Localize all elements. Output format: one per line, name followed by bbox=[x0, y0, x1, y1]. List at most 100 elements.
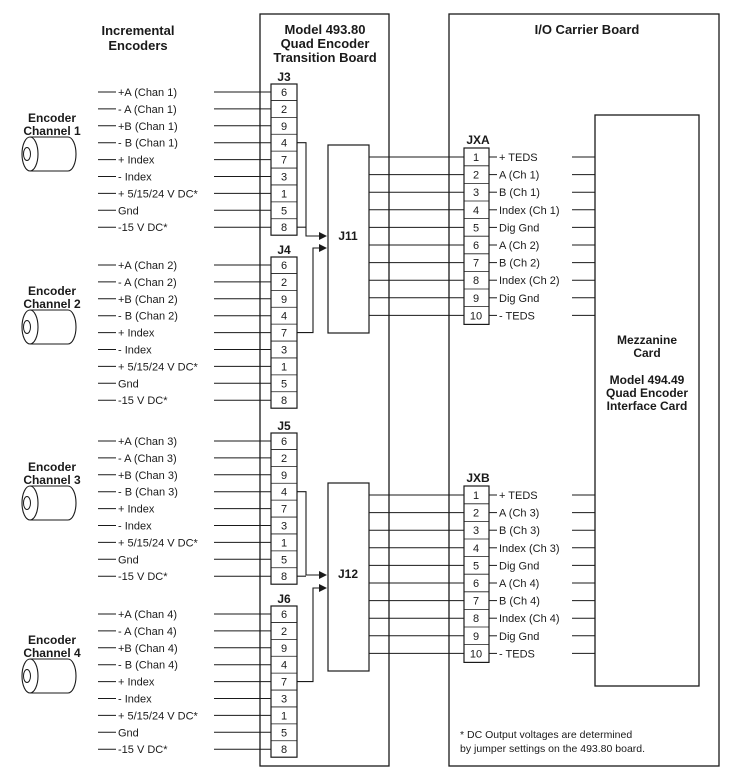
encoders-group-title-line-1: Incremental bbox=[102, 23, 175, 38]
signal-label: + Index bbox=[118, 328, 155, 340]
pin-number: 2 bbox=[281, 626, 287, 638]
pin-number: 7 bbox=[281, 504, 287, 516]
j5-to-j12-arrow bbox=[297, 491, 327, 579]
encoder-shaft-icon bbox=[23, 147, 31, 161]
pin-number: 8 bbox=[281, 744, 287, 756]
signal-label: - A (Chan 2) bbox=[118, 277, 177, 289]
jx-pin-number: 5 bbox=[473, 560, 479, 572]
jx-signal-label: Index (Ch 1) bbox=[499, 205, 560, 217]
jx-pin-number: 6 bbox=[473, 240, 479, 252]
jx-pin-number: 8 bbox=[473, 613, 479, 625]
signal-label: -15 V DC* bbox=[118, 571, 168, 583]
signal-label: +A (Chan 3) bbox=[118, 436, 177, 448]
jx-signal-label: Dig Gnd bbox=[499, 293, 539, 305]
pin-number: 4 bbox=[281, 660, 287, 672]
connector-jxb-label: JXB bbox=[466, 471, 490, 485]
encoder-channel-2-label-line-2: Channel 2 bbox=[23, 297, 81, 311]
combiner-j11-label: J11 bbox=[338, 229, 358, 243]
encoder-body-icon bbox=[30, 658, 77, 694]
mezzanine-line-4: Model 494.49 bbox=[610, 373, 685, 387]
pin-number: 5 bbox=[281, 554, 287, 566]
pin-number: 9 bbox=[281, 294, 287, 306]
pin-number: 5 bbox=[281, 378, 287, 390]
jx-pin-number: 6 bbox=[473, 578, 479, 590]
footnote-line-1: * DC Output voltages are determined bbox=[460, 729, 632, 741]
pin-number: 9 bbox=[281, 121, 287, 133]
pin-number: 2 bbox=[281, 277, 287, 289]
carrier-board-title: I/O Carrier Board bbox=[535, 22, 640, 37]
pin-number: 3 bbox=[281, 694, 287, 706]
pin-number: 7 bbox=[281, 328, 287, 340]
jx-pin-number: 9 bbox=[473, 293, 479, 305]
encoder-body-icon bbox=[30, 136, 77, 172]
j6-to-j12-arrow bbox=[297, 584, 327, 683]
pin-number: 6 bbox=[281, 260, 287, 272]
signal-label: -15 V DC* bbox=[118, 395, 168, 407]
jx-pin-number: 3 bbox=[473, 187, 479, 199]
signal-label: Gnd bbox=[118, 727, 139, 739]
combiner-j12-box bbox=[327, 482, 370, 672]
signal-label: - Index bbox=[118, 694, 152, 706]
pin-number: 4 bbox=[281, 138, 287, 150]
encoder-shaft-icon bbox=[23, 496, 31, 510]
j3-to-j11-arrow bbox=[297, 142, 327, 240]
signal-label: - A (Chan 4) bbox=[118, 626, 177, 638]
j4-to-j11-arrow bbox=[297, 244, 327, 334]
encoder-body-icon bbox=[30, 485, 77, 521]
transition-board-title-line-3: Transition Board bbox=[273, 50, 376, 65]
pin-number: 1 bbox=[281, 710, 287, 722]
footnote-line-2: by jumper settings on the 493.80 board. bbox=[460, 743, 645, 755]
signal-label: +B (Chan 1) bbox=[118, 121, 178, 133]
signal-label: + 5/15/24 V DC* bbox=[118, 188, 199, 200]
jx-pin-number: 2 bbox=[473, 170, 479, 182]
signal-label: + 5/15/24 V DC* bbox=[118, 537, 199, 549]
encoders-group-title-line-2: Encoders bbox=[108, 38, 167, 53]
connector-j4-label: J4 bbox=[277, 243, 291, 257]
signal-label: + Index bbox=[118, 504, 155, 516]
pin-number: 6 bbox=[281, 436, 287, 448]
encoder-shaft-icon bbox=[23, 669, 31, 683]
encoder-body-icon bbox=[30, 309, 77, 345]
signal-label: Gnd bbox=[118, 205, 139, 217]
pin-number: 7 bbox=[281, 677, 287, 689]
diagram-dynamic-layer: J3+A (Chan 1)6- A (Chan 1)2+B (Chan 1)9-… bbox=[21, 70, 595, 758]
combiner-j11-box bbox=[327, 144, 370, 334]
pin-number: 3 bbox=[281, 345, 287, 357]
jx-signal-label: B (Ch 2) bbox=[499, 258, 540, 270]
signal-label: -15 V DC* bbox=[118, 222, 168, 234]
mezzanine-line-1: Mezzanine bbox=[617, 333, 677, 347]
signal-label: - B (Chan 3) bbox=[118, 487, 178, 499]
jx-signal-label: A (Ch 3) bbox=[499, 508, 539, 520]
combiner-j12-label: J12 bbox=[338, 567, 358, 581]
connector-j3-label: J3 bbox=[277, 70, 291, 84]
jx-pin-number: 7 bbox=[473, 596, 479, 608]
pin-number: 7 bbox=[281, 155, 287, 167]
pin-number: 8 bbox=[281, 395, 287, 407]
signal-label: - A (Chan 1) bbox=[118, 104, 177, 116]
signal-label: +B (Chan 3) bbox=[118, 470, 178, 482]
signal-label: - Index bbox=[118, 521, 152, 533]
jx-pin-number: 3 bbox=[473, 525, 479, 537]
pin-number: 1 bbox=[281, 361, 287, 373]
jx-signal-label: Index (Ch 3) bbox=[499, 543, 560, 555]
encoder-shaft-icon bbox=[23, 320, 31, 334]
pin-number: 4 bbox=[281, 311, 287, 323]
mezzanine-line-6: Interface Card bbox=[607, 399, 688, 413]
jx-pin-number: 9 bbox=[473, 631, 479, 643]
encoder-channel-3-label-line-2: Channel 3 bbox=[23, 473, 81, 487]
pin-number: 6 bbox=[281, 609, 287, 621]
transition-board-outline bbox=[259, 13, 390, 767]
transition-board-title-line-2: Quad Encoder bbox=[281, 36, 370, 51]
encoder-channel-1-label-line-1: Encoder bbox=[28, 111, 76, 125]
jx-signal-label: - TEDS bbox=[499, 310, 535, 322]
encoder-channel-4-label-line-1: Encoder bbox=[28, 633, 76, 647]
pin-number: 5 bbox=[281, 727, 287, 739]
signal-label: - B (Chan 4) bbox=[118, 660, 178, 672]
encoder-channel-3-label-line-1: Encoder bbox=[28, 460, 76, 474]
pin-number: 9 bbox=[281, 643, 287, 655]
jx-pin-number: 1 bbox=[473, 490, 479, 502]
pin-number: 1 bbox=[281, 537, 287, 549]
signal-label: +B (Chan 4) bbox=[118, 643, 178, 655]
